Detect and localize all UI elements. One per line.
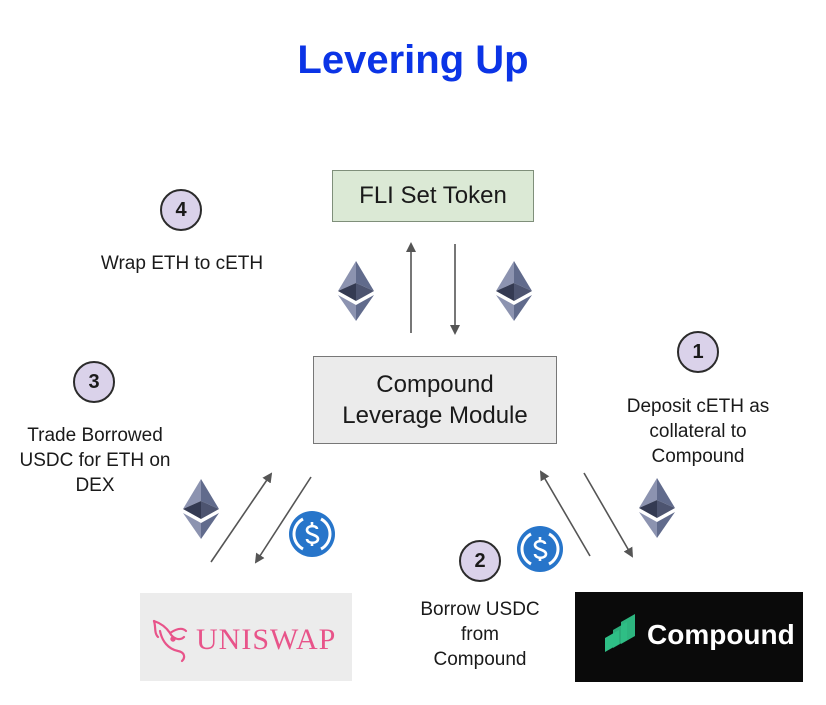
uniswap-logo: UNISWAP <box>140 593 352 681</box>
compound-leverage-module-box: Compound Leverage Module <box>313 356 557 444</box>
usdc-icon-left <box>287 509 337 559</box>
fli-set-token-box: FLI Set Token <box>332 170 534 222</box>
step-1-line-3: Compound <box>651 446 745 467</box>
step-1-line-2: collateral to <box>649 421 747 442</box>
step-4-line-1: Wrap ETH to cETH <box>100 253 264 274</box>
module-line-2: Leverage Module <box>342 402 528 429</box>
step-4-note: Wrap ETH to cETH <box>76 251 288 276</box>
module-line-1: Compound <box>376 371 494 398</box>
compound-icon <box>605 614 635 652</box>
step-1-badge: 1 <box>677 331 719 373</box>
step-4-badge: 4 <box>160 189 202 231</box>
arrow-compound-to-module <box>539 470 591 557</box>
arrow-module-to-compound <box>583 472 634 558</box>
compound-logo: Compound <box>575 592 803 682</box>
step-2-line-1: Borrow USDC <box>420 599 540 620</box>
step-2-line-2: from <box>461 624 499 645</box>
usdc-icon-right <box>515 524 565 574</box>
step-3-badge: 3 <box>73 361 115 403</box>
step-2-line-3: Compound <box>433 649 527 670</box>
unicorn-icon <box>152 619 188 663</box>
step-2-badge: 2 <box>459 540 501 582</box>
step-1-line-1-text: Deposit cETH as <box>626 396 770 417</box>
uniswap-wordmark: UNISWAP <box>196 623 337 656</box>
step-3-line-2: USDC for ETH on <box>19 450 171 471</box>
step-1-line-1: Deposit cETH as <box>600 394 796 419</box>
diagram-title: Levering Up <box>297 38 529 82</box>
step-1-note: Deposit cETH as collateral to Compound <box>600 394 796 469</box>
step-3-line-1: Trade Borrowed <box>27 425 163 446</box>
step-3-note: Trade Borrowed USDC for ETH on DEX <box>0 423 190 498</box>
compound-wordmark: Compound <box>647 619 795 650</box>
step-3-line-3: DEX <box>75 475 115 496</box>
arrow-uniswap-to-module <box>210 472 273 563</box>
step-2-note: Borrow USDC from Compound <box>390 597 570 672</box>
arrow-module-to-uniswap <box>254 476 312 564</box>
